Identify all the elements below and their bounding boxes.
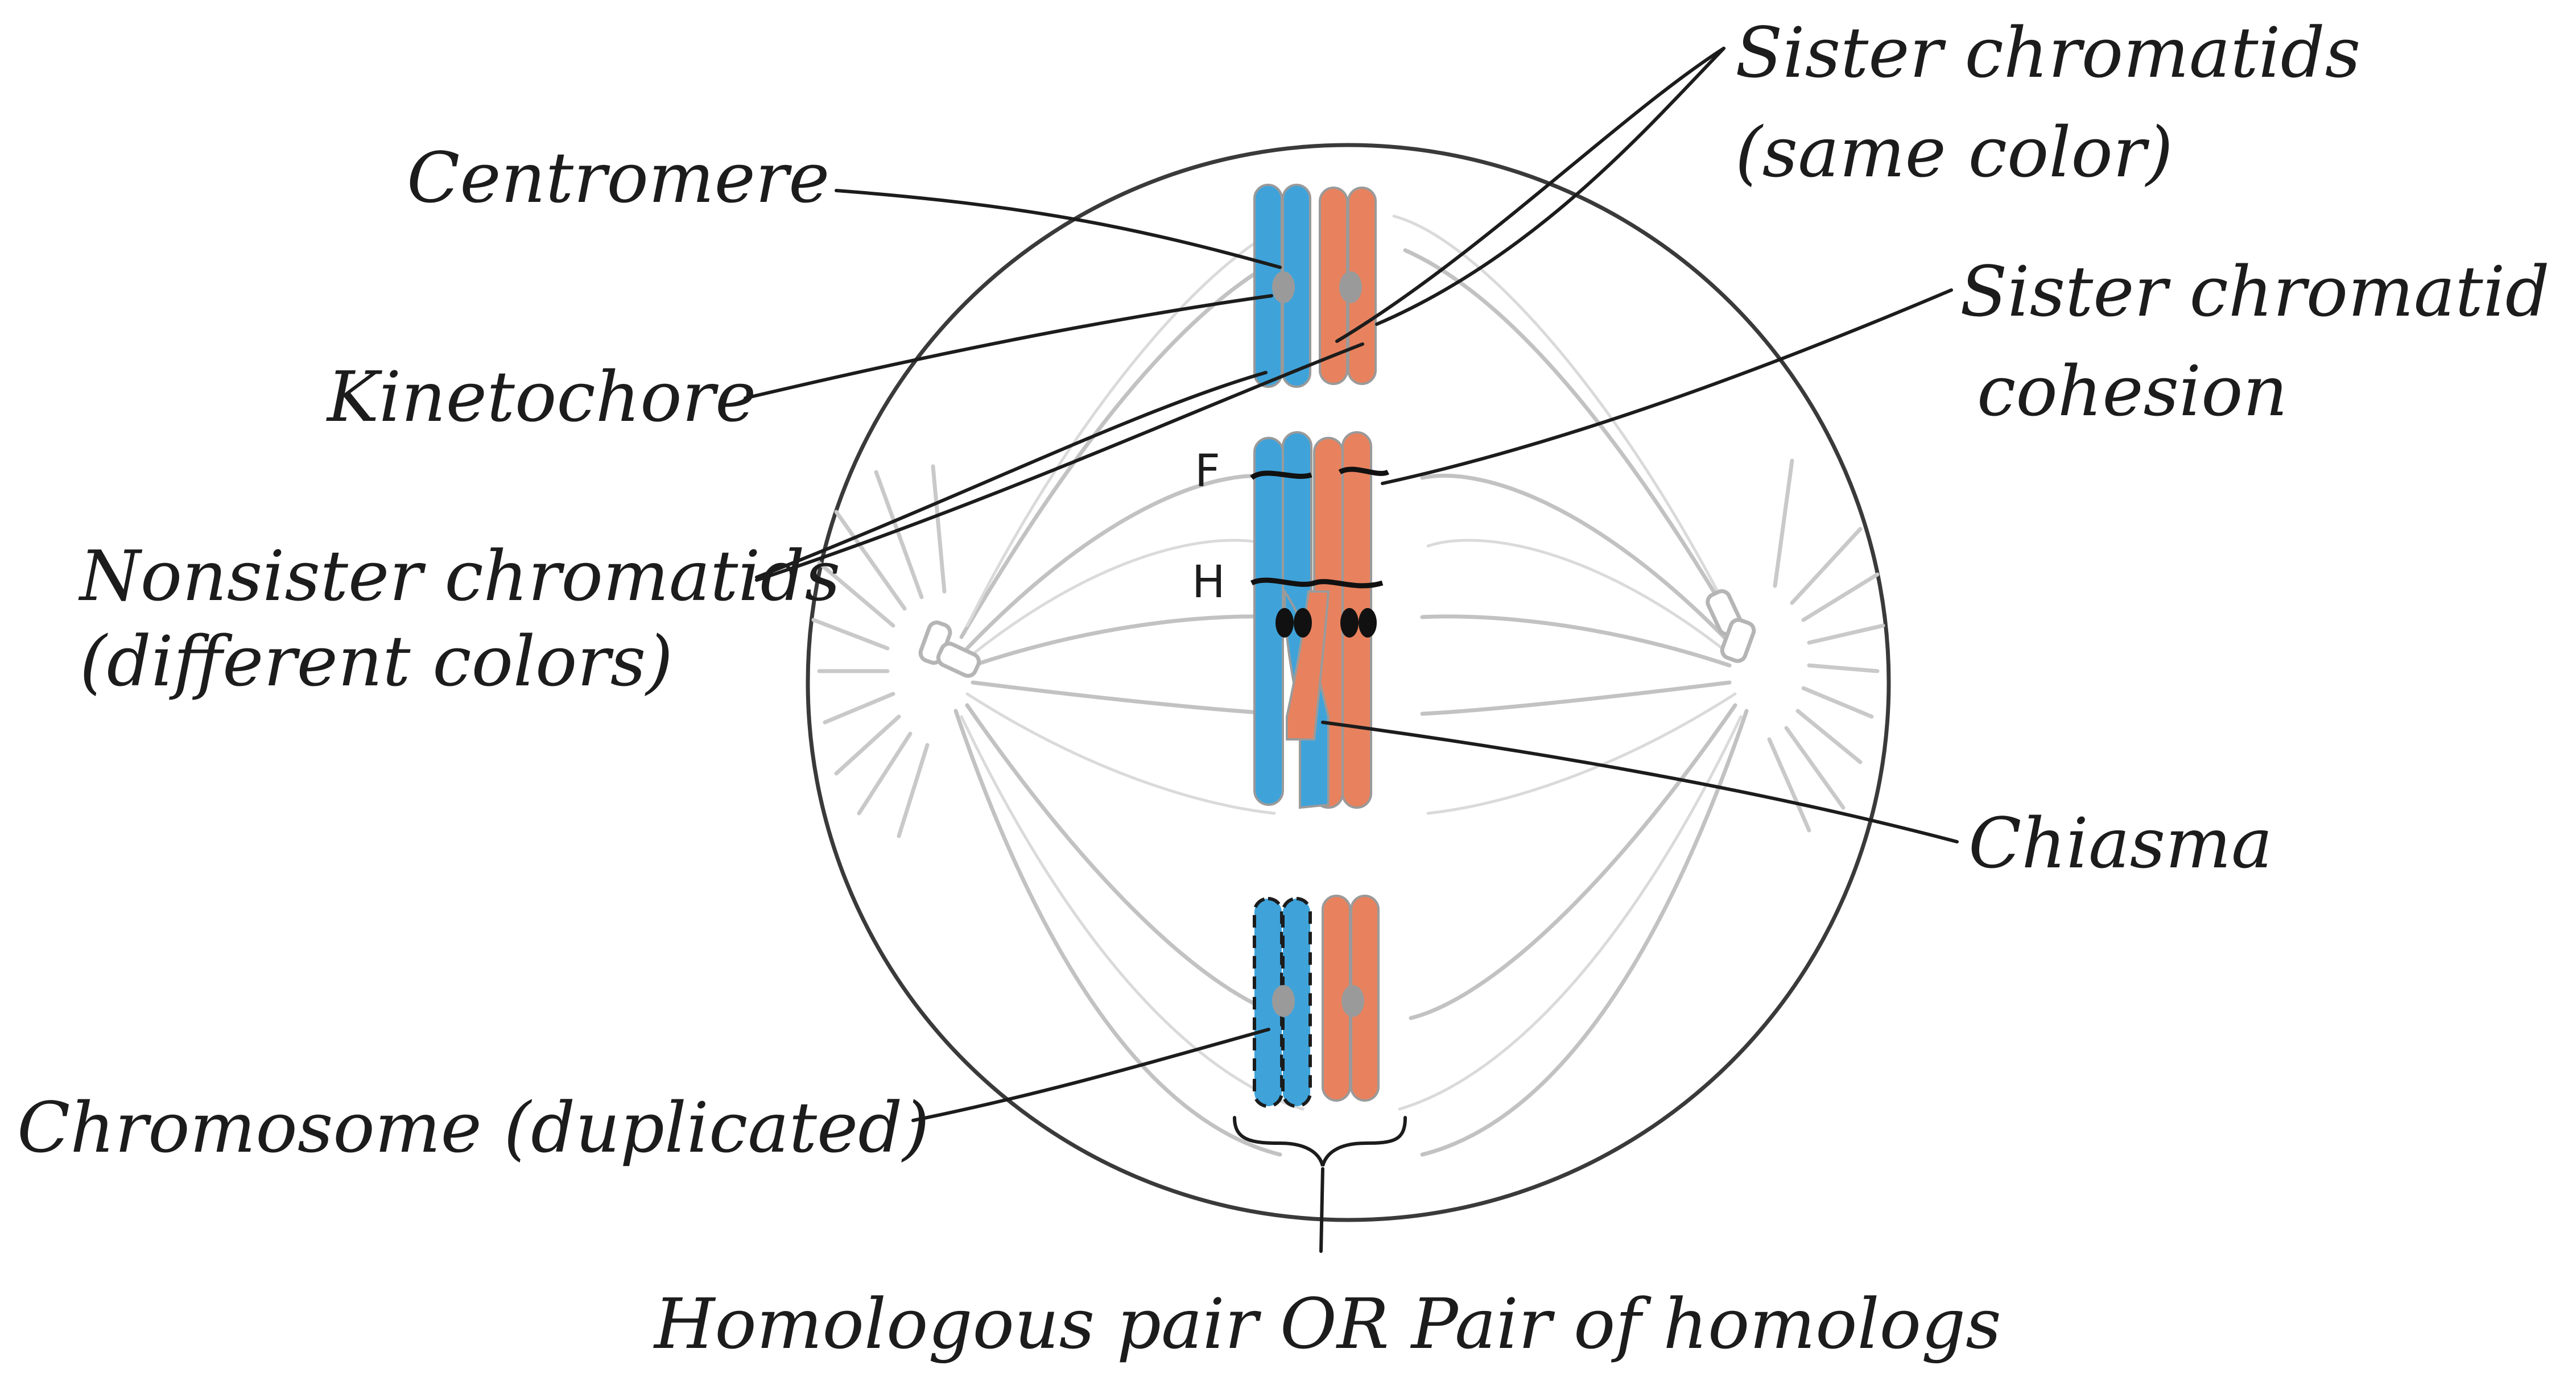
chromosome-leader — [913, 1029, 1269, 1120]
chiasma-leader — [1323, 722, 1957, 842]
cohesion-label-line2: cohesion — [1977, 351, 2288, 432]
kinetochore-leader — [745, 296, 1272, 398]
centromere-label: Centromere — [407, 138, 829, 218]
homologous-leader — [1321, 1169, 1323, 1251]
marker-f: F — [1195, 446, 1220, 497]
top-homologous-pair — [1254, 185, 1376, 387]
homologous-brace — [1235, 1118, 1405, 1166]
nonsister-label-line1: Nonsister chromatids — [78, 536, 840, 617]
marker-h: H — [1192, 557, 1225, 608]
right-aster — [1769, 461, 1883, 830]
left-centriole — [918, 621, 981, 679]
chiasma-label: Chiasma — [1968, 803, 2273, 884]
nonsister-label-line2: (different colors) — [80, 621, 673, 702]
sister-chromatids-label-line1: Sister chromatids — [1735, 13, 2360, 93]
sister-chromatids-label-line2: (same color) — [1735, 112, 2173, 193]
bottom-homologous-pair — [1254, 896, 1378, 1106]
middle-homologous-pair — [1252, 432, 1388, 808]
kinetochore — [1272, 985, 1295, 1017]
kinetochore — [1339, 271, 1362, 303]
sister-leader-1 — [1337, 48, 1724, 341]
sister-leader-2 — [1377, 48, 1724, 324]
chromatid-blue — [1283, 432, 1311, 614]
kinetochore — [1272, 271, 1295, 303]
cohesion-leader — [1382, 290, 1951, 483]
kinetochore-label: Kinetochore — [326, 357, 756, 437]
chromosome-label: Chromosome (duplicated) — [17, 1087, 930, 1168]
cohesion-label-line1: Sister chromatid — [1960, 251, 2550, 332]
homologous-pair-label: Homologous pair OR Pair of homologs — [653, 1284, 2001, 1364]
kinetochore — [1341, 985, 1364, 1017]
